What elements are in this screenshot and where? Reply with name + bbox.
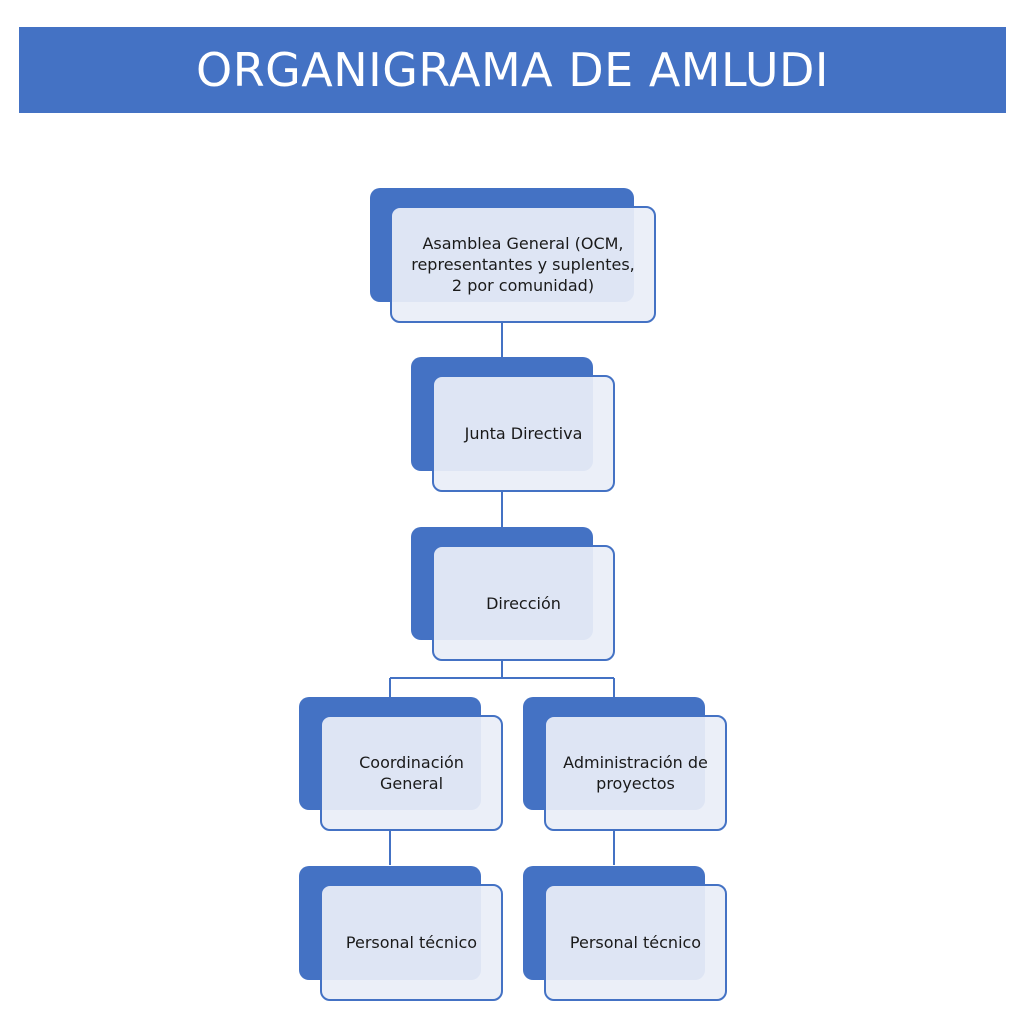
node-label-asamblea: Asamblea General (OCM, representantes y … [411,234,635,295]
node-administracion-proyectos: Administración de proyectos [523,697,727,831]
node-label-coordinacion: Coordinación General [359,753,464,793]
node-label-personal-left: Personal técnico [345,933,478,952]
title-banner: ORGANIGRAMA DE AMLUDI [19,27,1006,113]
node-coordinacion-general: Coordinación General [299,697,503,831]
node-direccion: Dirección [411,527,615,661]
node-box: Personal técnico [320,884,503,1001]
node-asamblea-general: Asamblea General (OCM, representantes y … [370,188,656,323]
node-personal-tecnico-left: Personal técnico [299,866,503,1001]
node-junta-directiva: Junta Directiva [411,357,615,492]
node-label-personal-right: Personal técnico [569,933,702,952]
node-box: Asamblea General (OCM, representantes y … [390,206,656,323]
node-box: Junta Directiva [432,375,615,492]
node-label-administracion: Administración de proyectos [563,753,708,793]
node-personal-tecnico-right: Personal técnico [523,866,727,1001]
node-box: Personal técnico [544,884,727,1001]
node-label-direccion: Dirección [486,593,561,613]
node-label-junta: Junta Directiva [464,424,583,443]
node-box: Coordinación General [320,715,503,831]
node-box: Administración de proyectos [544,715,727,831]
page-title: ORGANIGRAMA DE AMLUDI [195,43,829,97]
node-box: Dirección [432,545,615,661]
